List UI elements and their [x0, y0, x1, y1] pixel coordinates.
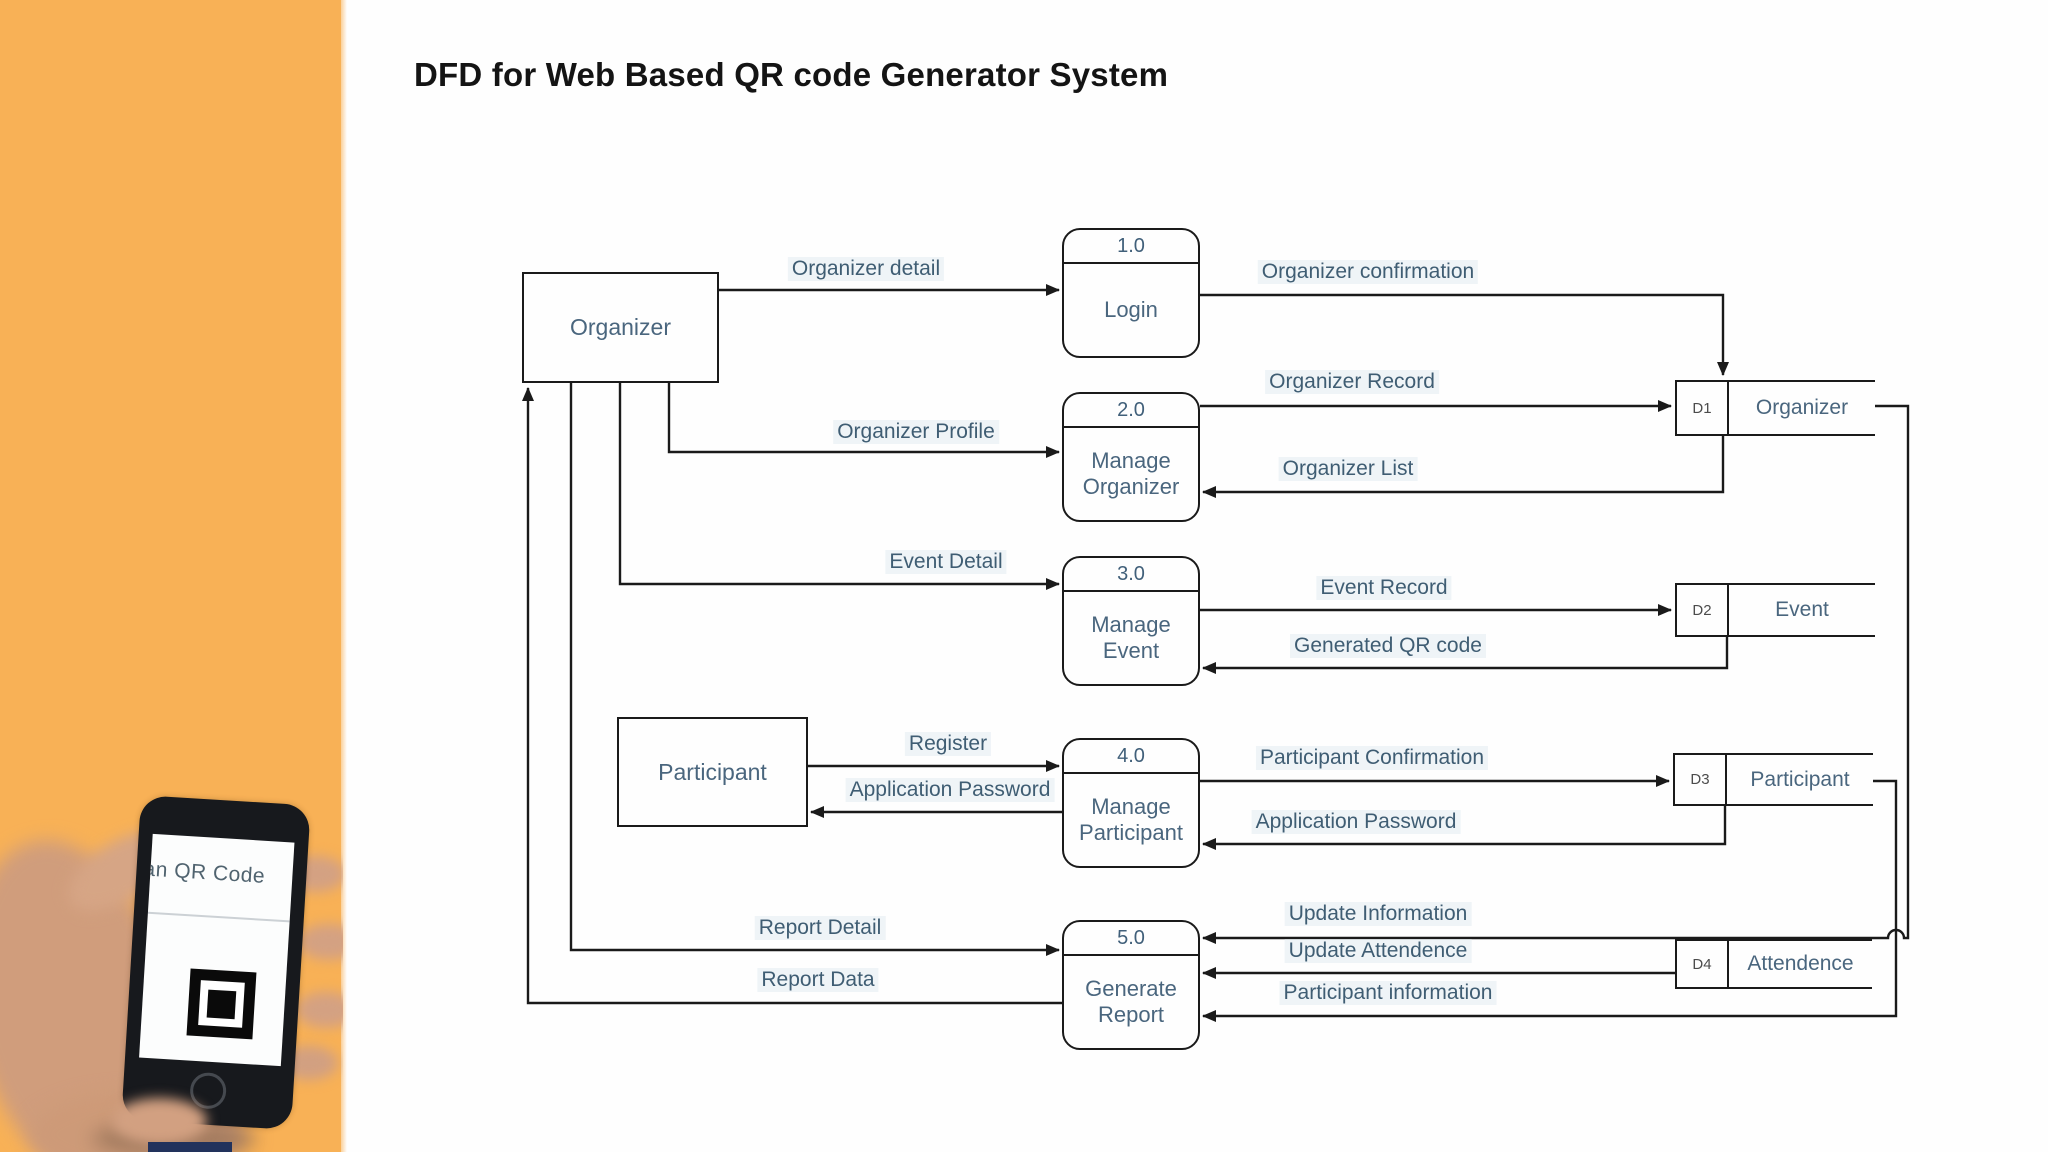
process-4-manage-participant: 4.0 Manage Participant — [1062, 738, 1200, 868]
datastore-d2-id: D2 — [1677, 585, 1729, 635]
entity-participant: Participant — [617, 717, 808, 827]
hand-holding-phone-photo: an QR Code — [0, 720, 343, 1152]
flow-label-register: Register — [904, 732, 992, 757]
flow-label-application-password-2: Application Password — [1251, 810, 1461, 835]
process-3-name: Manage Event — [1091, 612, 1171, 663]
hand-finger — [298, 924, 343, 960]
datastore-d3-id: D3 — [1675, 755, 1727, 804]
process-3-number: 3.0 — [1064, 558, 1198, 592]
flow-label-event-record: Event Record — [1316, 576, 1452, 601]
flow-label-participant-confirmation: Participant Confirmation — [1255, 746, 1489, 771]
flow-label-organizer-confirmation: Organizer confirmation — [1257, 260, 1479, 285]
datastore-d1-organizer: D1 Organizer — [1675, 380, 1875, 436]
datastore-d2-name: Event — [1775, 598, 1829, 621]
flow-label-event-detail: Event Detail — [885, 550, 1007, 575]
flow-label-organizer-profile: Organizer Profile — [833, 420, 999, 445]
hand-finger — [296, 992, 343, 1028]
datastore-d4-id: D4 — [1677, 941, 1729, 987]
process-2-manage-organizer: 2.0 Manage Organizer — [1062, 392, 1200, 522]
process-5-generate-report: 5.0 Generate Report — [1062, 920, 1200, 1050]
datastore-d1-id: D1 — [1677, 382, 1729, 434]
flow-label-generated-qr-code: Generated QR code — [1290, 634, 1486, 659]
page-title: DFD for Web Based QR code Generator Syst… — [414, 56, 1169, 93]
flow-label-application-password: Application Password — [845, 778, 1055, 803]
process-4-name: Manage Participant — [1079, 794, 1183, 845]
process-5-number: 5.0 — [1064, 922, 1198, 956]
datastore-d4-name: Attendence — [1747, 952, 1854, 975]
datastore-d2-event: D2 Event — [1675, 583, 1875, 637]
datastore-d3-participant: D3 Participant — [1673, 753, 1873, 806]
flow-label-update-attendence: Update Attendence — [1284, 939, 1472, 964]
flow-label-report-data: Report Data — [757, 968, 879, 993]
datastore-d4-attendence: D4 Attendence — [1675, 939, 1872, 989]
process-2-number: 2.0 — [1064, 394, 1198, 428]
process-5-name: Generate Report — [1085, 976, 1177, 1027]
entity-organizer-label: Organizer — [570, 314, 671, 340]
process-4-number: 4.0 — [1064, 740, 1198, 774]
datastore-d3-name: Participant — [1750, 767, 1850, 791]
entity-organizer: Organizer — [522, 272, 719, 383]
process-3-manage-event: 3.0 Manage Event — [1062, 556, 1200, 686]
flow-label-participant-information: Participant information — [1279, 981, 1497, 1006]
flow-label-organizer-detail: Organizer detail — [787, 257, 945, 282]
hand-thumb — [112, 1098, 207, 1144]
flow-label-organizer-list: Organizer List — [1278, 457, 1418, 482]
process-2-name: Manage Organizer — [1082, 448, 1180, 499]
entity-participant-label: Participant — [658, 758, 767, 785]
flow-label-organizer-record: Organizer Record — [1265, 370, 1439, 395]
flow-label-update-information: Update Information — [1284, 902, 1472, 927]
process-1-name: Login — [1104, 297, 1158, 323]
process-1-number: 1.0 — [1064, 230, 1198, 264]
process-1-login: 1.0 Login — [1062, 228, 1200, 358]
phone-bottom-bar — [148, 1142, 232, 1152]
datastore-d1-name: Organizer — [1755, 396, 1849, 419]
flow-label-report-detail: Report Detail — [754, 916, 886, 941]
